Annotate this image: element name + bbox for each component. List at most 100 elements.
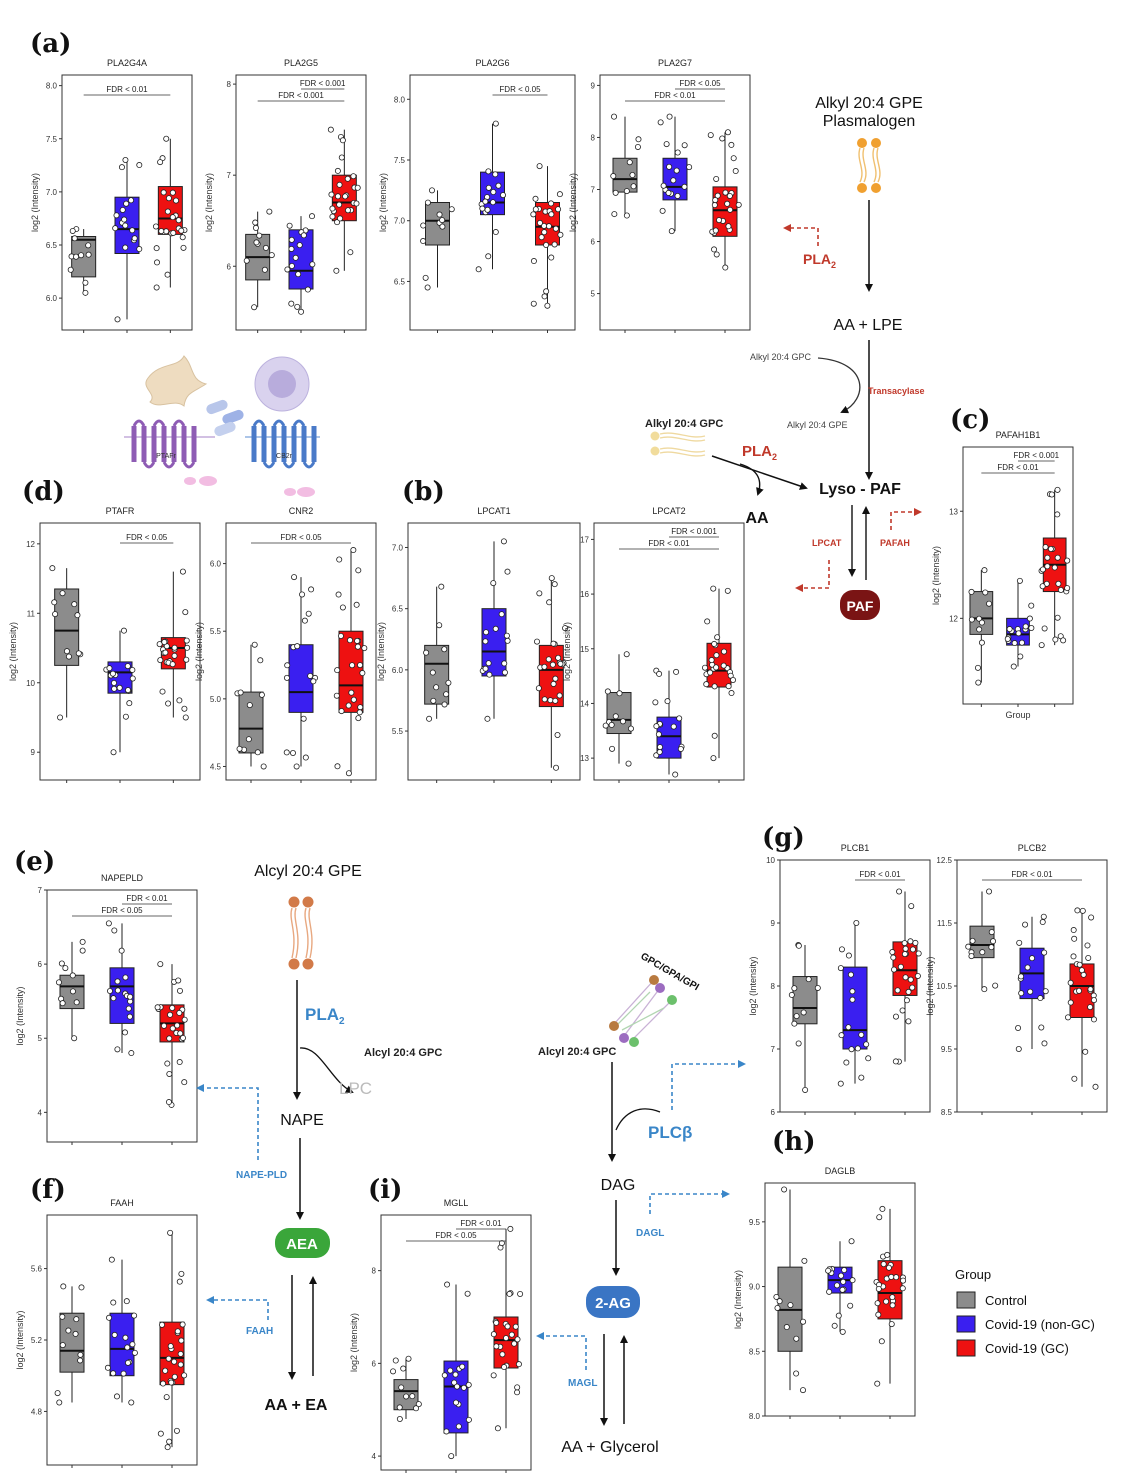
data-point: [532, 206, 539, 213]
data-point: [915, 950, 922, 957]
significance-label: FDR < 0.001: [671, 527, 717, 536]
data-point: [160, 189, 167, 196]
data-point: [1039, 919, 1046, 926]
data-point: [73, 1316, 80, 1323]
data-point: [681, 183, 688, 190]
data-point: [1038, 1024, 1045, 1031]
data-point: [500, 538, 507, 545]
data-point: [77, 1351, 84, 1358]
data-point: [110, 749, 117, 756]
data-point: [1054, 614, 1061, 621]
dag-label: DAG: [601, 1177, 636, 1194]
data-point: [1047, 545, 1054, 552]
data-point: [415, 1401, 422, 1408]
data-point: [532, 195, 539, 202]
data-point: [171, 644, 178, 651]
data-point: [178, 227, 185, 234]
data-point: [299, 591, 306, 598]
data-point: [179, 234, 186, 241]
data-point: [246, 702, 253, 709]
data-point: [672, 771, 679, 778]
data-point: [1004, 635, 1011, 642]
data-point: [336, 201, 343, 208]
data-point: [169, 661, 176, 668]
data-point: [548, 211, 555, 218]
data-point: [293, 763, 300, 770]
data-point: [800, 1318, 807, 1325]
y-axis-label: log2 (Intensity): [15, 986, 25, 1045]
significance-label: FDR < 0.01: [460, 1219, 502, 1228]
data-point: [968, 953, 975, 960]
data-point: [162, 1367, 169, 1374]
data-point: [438, 583, 445, 590]
data-point: [1055, 580, 1062, 587]
y-tick-label: 8.0: [394, 95, 406, 104]
data-point: [726, 192, 733, 199]
data-point: [894, 987, 901, 994]
data-point: [506, 1290, 513, 1297]
plot-title: PTAFR: [106, 506, 135, 516]
significance-label: FDR < 0.01: [654, 91, 696, 100]
data-point: [335, 591, 342, 598]
data-point: [262, 244, 269, 251]
significance-label: FDR < 0.01: [997, 463, 1039, 472]
data-point: [1024, 964, 1031, 971]
data-point: [834, 1282, 841, 1289]
plot-title: PAFAH1B1: [996, 430, 1041, 440]
data-point: [888, 1273, 895, 1280]
y-tick-label: 4: [38, 1108, 43, 1117]
data-point: [183, 637, 190, 644]
data-point: [530, 211, 537, 218]
magl-label: MAGL: [568, 1378, 597, 1389]
data-point: [128, 1399, 135, 1406]
data-point: [334, 167, 341, 174]
data-point: [1044, 563, 1051, 570]
data-point: [724, 200, 731, 207]
y-tick-label: 6.0: [392, 666, 404, 675]
data-point: [452, 1399, 459, 1406]
data-point: [59, 1313, 66, 1320]
y-tick-label: 6.5: [392, 605, 404, 614]
data-point: [334, 763, 341, 770]
data-point: [308, 586, 315, 593]
data-point: [346, 637, 353, 644]
y-tick-label: 9.5: [941, 1045, 953, 1054]
data-point: [49, 565, 56, 572]
data-point: [653, 723, 660, 730]
data-point: [257, 657, 264, 664]
data-point: [664, 698, 671, 705]
data-point: [180, 1034, 187, 1041]
data-point: [1082, 1048, 1089, 1055]
data-point: [288, 300, 295, 307]
data-point: [283, 674, 290, 681]
y-tick-label: 7: [591, 185, 596, 194]
data-point: [118, 947, 125, 954]
y-tick-label: 16: [580, 590, 589, 599]
data-point: [284, 266, 291, 273]
data-point: [515, 1361, 522, 1368]
data-point: [713, 664, 720, 671]
data-point: [1015, 1046, 1022, 1053]
data-point: [420, 238, 427, 245]
data-point: [610, 173, 617, 180]
data-point: [634, 143, 641, 150]
data-point: [65, 1327, 72, 1334]
y-tick-label: 7.5: [394, 156, 406, 165]
data-point: [902, 945, 909, 952]
y-tick-label: 6.5: [394, 277, 406, 286]
data-point: [914, 972, 921, 979]
data-point: [120, 1370, 127, 1377]
2ag-label: 2-AG: [595, 1295, 631, 1312]
data-point: [178, 1337, 185, 1344]
plot-title: PLCB1: [841, 843, 870, 853]
data-point: [129, 227, 136, 234]
data-point: [988, 929, 995, 936]
data-point: [465, 1381, 472, 1388]
faah-label: FAAH: [246, 1326, 273, 1337]
data-point: [292, 254, 299, 261]
arrow-to-aa: [739, 463, 764, 496]
data-point: [59, 590, 66, 597]
data-point: [289, 749, 296, 756]
